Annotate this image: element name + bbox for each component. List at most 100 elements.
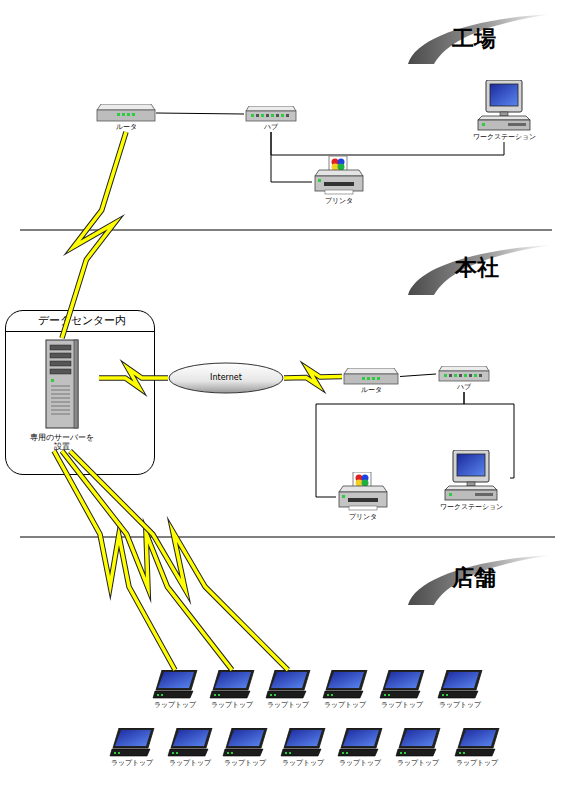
laptop-node: ラップトップ — [162, 728, 218, 768]
laptop-lid — [226, 728, 267, 748]
laptop-lid — [156, 670, 197, 690]
device-label: ラップトップ — [217, 759, 273, 768]
status-led — [172, 752, 174, 754]
internet-cloud: Internet — [168, 362, 284, 394]
status-led — [459, 752, 461, 754]
status-led — [318, 179, 321, 182]
device-label: 専用のサーバーを 設置 — [25, 433, 99, 451]
laptop-node: ラップトップ — [260, 670, 316, 710]
status-led — [342, 495, 345, 498]
laptop-lid — [113, 728, 154, 748]
device-label: ラップトップ — [147, 701, 203, 710]
connector-group — [54, 451, 175, 670]
laptop-lid — [269, 670, 310, 690]
vent-line — [51, 414, 70, 415]
monitor-screen — [457, 454, 485, 476]
device-icon — [432, 670, 488, 700]
bolt-outline — [99, 368, 168, 387]
status-led — [227, 752, 229, 754]
section-label: 本社 — [455, 253, 499, 283]
drive-bay — [50, 353, 71, 358]
laptop-screen — [215, 672, 251, 688]
printer-paper — [353, 472, 371, 487]
server-side — [74, 340, 78, 428]
router-top — [344, 368, 398, 374]
wired-link — [400, 374, 436, 377]
status-led — [346, 752, 348, 754]
printer-node: プリンタ — [336, 472, 390, 522]
monitor-stand — [500, 112, 508, 116]
connector-group — [464, 392, 514, 478]
printer-output — [349, 506, 377, 510]
port-led — [474, 374, 477, 377]
connector-group — [271, 132, 312, 182]
desktop-case — [445, 490, 497, 500]
port-led — [469, 374, 472, 377]
port-led — [459, 374, 462, 377]
status-led — [214, 694, 216, 696]
status-led — [176, 752, 178, 754]
wired-link — [271, 132, 504, 155]
status-led — [388, 694, 390, 696]
section-divider — [20, 537, 555, 538]
bolt-outline — [70, 451, 288, 670]
device-icon — [332, 728, 388, 758]
status-led — [362, 377, 365, 380]
wireless-link — [99, 368, 168, 387]
desktop-top — [478, 116, 530, 120]
drive-slot — [475, 493, 493, 496]
device-label: ラップトップ — [317, 701, 373, 710]
bolt-outline — [54, 451, 175, 670]
status-led — [274, 694, 276, 696]
laptop-screen — [115, 730, 151, 746]
laptop-screen — [173, 730, 209, 746]
laptop-lid — [326, 670, 367, 690]
device-label: ラップトップ — [260, 701, 316, 710]
bolt-outline — [62, 132, 126, 338]
device-icon — [449, 728, 505, 758]
device-label: ラップトップ — [332, 759, 388, 768]
color-dot — [338, 164, 345, 171]
workstation-node: ワークステーション — [432, 450, 510, 512]
status-led — [342, 752, 344, 754]
device-icon — [466, 80, 542, 132]
laptop-screen — [443, 672, 479, 688]
status-led — [372, 377, 375, 380]
connector-group — [156, 113, 244, 114]
port-led — [449, 374, 452, 377]
printer-body — [315, 176, 363, 191]
laptop-lid — [171, 728, 212, 748]
device-icon — [104, 728, 160, 758]
device-label: プリンタ — [336, 513, 390, 522]
hub-front — [246, 111, 296, 121]
device-icon — [217, 728, 273, 758]
laptop-screen — [343, 730, 379, 746]
bolt-outline — [284, 369, 342, 385]
laptop-base — [223, 749, 263, 756]
device-icon — [390, 728, 446, 758]
vent-line — [51, 398, 70, 399]
monitor-stand — [467, 482, 475, 486]
status-led — [289, 752, 291, 754]
wired-link — [156, 113, 244, 114]
hub-top — [246, 106, 296, 111]
section-label: 工場 — [452, 24, 496, 54]
hub-node: ハブ — [244, 106, 298, 132]
connector-group — [284, 369, 342, 385]
monitor-case — [486, 80, 522, 112]
laptop-node: ラップトップ — [104, 728, 160, 768]
device-label: ワークステーション — [432, 503, 510, 512]
laptop-screen — [460, 730, 496, 746]
wireless-link — [70, 451, 288, 670]
vent-line — [51, 406, 70, 407]
device-icon — [436, 366, 492, 382]
router-front — [344, 374, 398, 384]
device-label: ルータ — [342, 386, 400, 395]
datacenter-group: データセンター内専用のサーバーを 設置 — [5, 310, 155, 475]
drive-bay — [50, 345, 71, 350]
laptop-base — [396, 749, 436, 756]
port-led — [276, 114, 279, 117]
status-led — [327, 694, 329, 696]
laptop-node: ラップトップ — [275, 728, 331, 768]
